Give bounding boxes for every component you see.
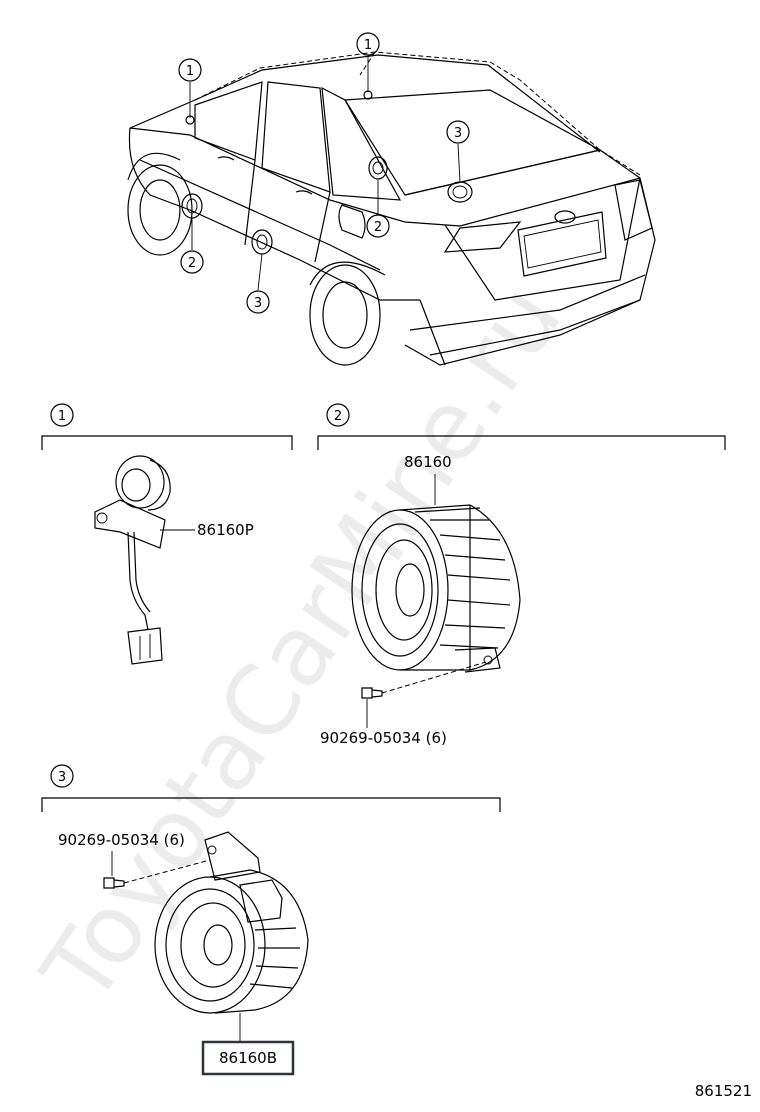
part-86160P: 86160P (197, 521, 254, 539)
svg-text:2: 2 (374, 220, 382, 235)
svg-text:3: 3 (454, 126, 462, 141)
screw-illustration (361, 687, 383, 699)
screw-illustration-3 (103, 877, 125, 889)
section-1: 1 86160P (41, 403, 293, 665)
part-90269-05034-section3: 90269-05034 (6) (58, 831, 185, 849)
svg-text:1: 1 (186, 64, 194, 79)
diagram-number: 861521 (695, 1082, 752, 1100)
callout-3-front-door: 3 (246, 290, 270, 314)
section-1-number: 1 (58, 409, 66, 424)
section-2: 2 86160 90269-05034 (6) (317, 403, 726, 747)
svg-text:2: 2 (188, 256, 196, 271)
section-3: 3 90269-05034 (6) 86160B (41, 764, 501, 1076)
car-illustration (127, 51, 656, 366)
overview-callouts: 1 1 2 2 3 3 (178, 32, 470, 314)
watermark: ToyotaCarMine.ru (21, 265, 583, 1024)
section-2-number: 2 (334, 409, 342, 424)
callout-1-front-pillar: 1 (178, 58, 202, 82)
tweeter-illustration (94, 455, 171, 665)
speaker-86160B-illustration (154, 831, 309, 1014)
callout-2-rear-door: 2 (366, 214, 390, 238)
svg-text:3: 3 (254, 296, 262, 311)
part-86160B: 86160B (219, 1049, 277, 1067)
callout-3-rear-shelf: 3 (446, 120, 470, 144)
callout-2-front-door: 2 (180, 250, 204, 274)
section-3-number: 3 (58, 770, 66, 785)
callout-leaders (189, 56, 461, 291)
highlighted-part-box: 86160B (201, 1040, 295, 1076)
speaker-86160-illustration (351, 504, 521, 673)
part-90269-05034-section2: 90269-05034 (6) (320, 729, 447, 747)
svg-text:1: 1 (364, 38, 372, 53)
part-86160: 86160 (404, 453, 452, 471)
callout-1-roof: 1 (356, 32, 380, 56)
